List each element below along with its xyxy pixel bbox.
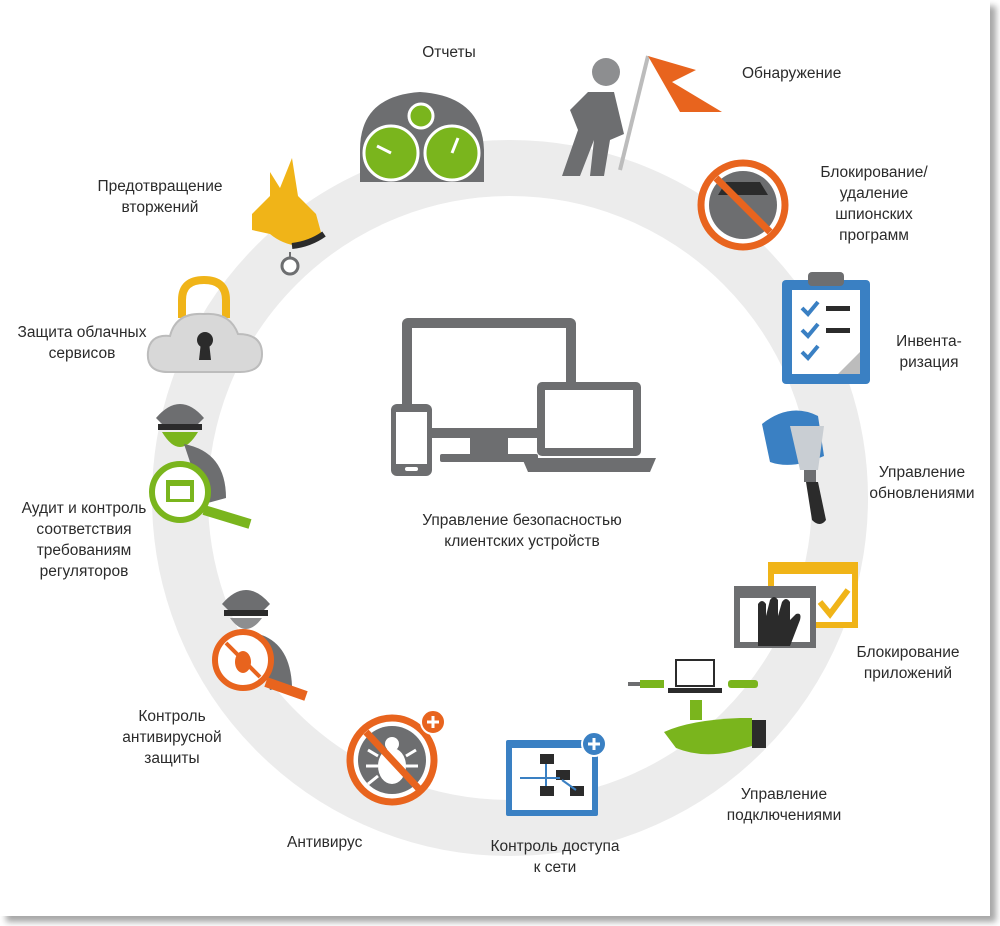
label-line: регуляторов	[39, 563, 129, 580]
label-line: сервисов	[48, 345, 116, 362]
label-line: Отчеты	[422, 44, 476, 61]
label-cloud: Защита облачных сервисов	[8, 322, 156, 364]
smartphone-icon	[391, 404, 432, 476]
network-topology-icon	[506, 731, 607, 816]
label-line: программ	[839, 227, 909, 244]
inspector-bug-icon	[212, 590, 308, 701]
label-patch: Управление обновлениями	[860, 462, 984, 504]
label-line: Управление	[740, 786, 828, 803]
label-discovery: Обнаружение	[742, 63, 841, 84]
label-antivirus: Антивирус	[287, 832, 362, 853]
label-line: Контроль	[138, 708, 206, 725]
label-line: Аудит и контроль	[21, 500, 147, 517]
label-reports: Отчеты	[404, 42, 494, 63]
spy-prohibited-icon	[697, 159, 789, 251]
label-line: подключениями	[726, 807, 842, 824]
center-label: Управление безопасностью клиентских устр…	[406, 510, 638, 552]
inspector-window-icon	[149, 404, 252, 529]
label-line: требованиям	[36, 542, 132, 559]
label-line: Блокирование	[856, 644, 960, 661]
label-line: соответствия	[36, 521, 132, 538]
label-line: защиты	[144, 750, 200, 767]
speedometer-gauges-icon	[360, 92, 484, 182]
label-line: к сети	[533, 859, 577, 876]
label-inventory: Инвента- ризация	[886, 331, 972, 373]
label-line: шпионских	[835, 206, 913, 223]
label-line: вторжений	[121, 199, 199, 216]
bug-prohibited-icon	[346, 709, 446, 806]
diagram-frame: Управление безопасностью клиентских устр…	[8, 42, 984, 878]
devices-illustration	[391, 318, 656, 476]
putty-knife-icon	[762, 410, 826, 524]
label-line: обновлениями	[869, 485, 975, 502]
label-line: ризация	[899, 354, 959, 371]
center-line-2: клиентских устройств	[444, 533, 600, 550]
laptop-icon	[522, 382, 656, 472]
label-line: Антивирус	[287, 834, 363, 851]
cloud-padlock-icon	[146, 275, 264, 373]
label-antispyware: Блокирование/ удаление шпионских програм…	[814, 162, 934, 246]
label-nac: Контроль доступа к сети	[474, 836, 636, 878]
label-line: Защита облачных	[17, 324, 147, 341]
label-line: Блокирование/	[820, 164, 928, 181]
label-line: Предотвращение	[97, 178, 223, 195]
clipboard-checklist-icon	[782, 272, 870, 384]
label-audit: Аудит и контроль соответствия требования…	[8, 498, 160, 582]
label-line: Инвента-	[896, 333, 962, 350]
flag-bearer-icon	[562, 55, 722, 176]
label-ips: Предотвращение вторжений	[86, 176, 234, 218]
label-line: удаление	[839, 185, 909, 202]
label-line: антивирусной	[122, 729, 222, 746]
usb-devices-hand-icon	[628, 659, 766, 755]
label-devices: Управление подключениями	[712, 784, 856, 826]
label-line: приложений	[863, 665, 953, 682]
monitor-icon	[402, 318, 576, 462]
label-line: Управление	[878, 464, 966, 481]
guard-dog-icon	[252, 158, 326, 276]
label-line: Контроль доступа	[490, 838, 620, 855]
label-line: Обнаружение	[742, 65, 842, 82]
label-avcontrol: Контроль антивирусной защиты	[104, 706, 240, 769]
hand-stop-window-icon	[734, 562, 858, 648]
label-appblock: Блокирование приложений	[846, 642, 970, 684]
center-line-1: Управление безопасностью	[422, 512, 622, 529]
